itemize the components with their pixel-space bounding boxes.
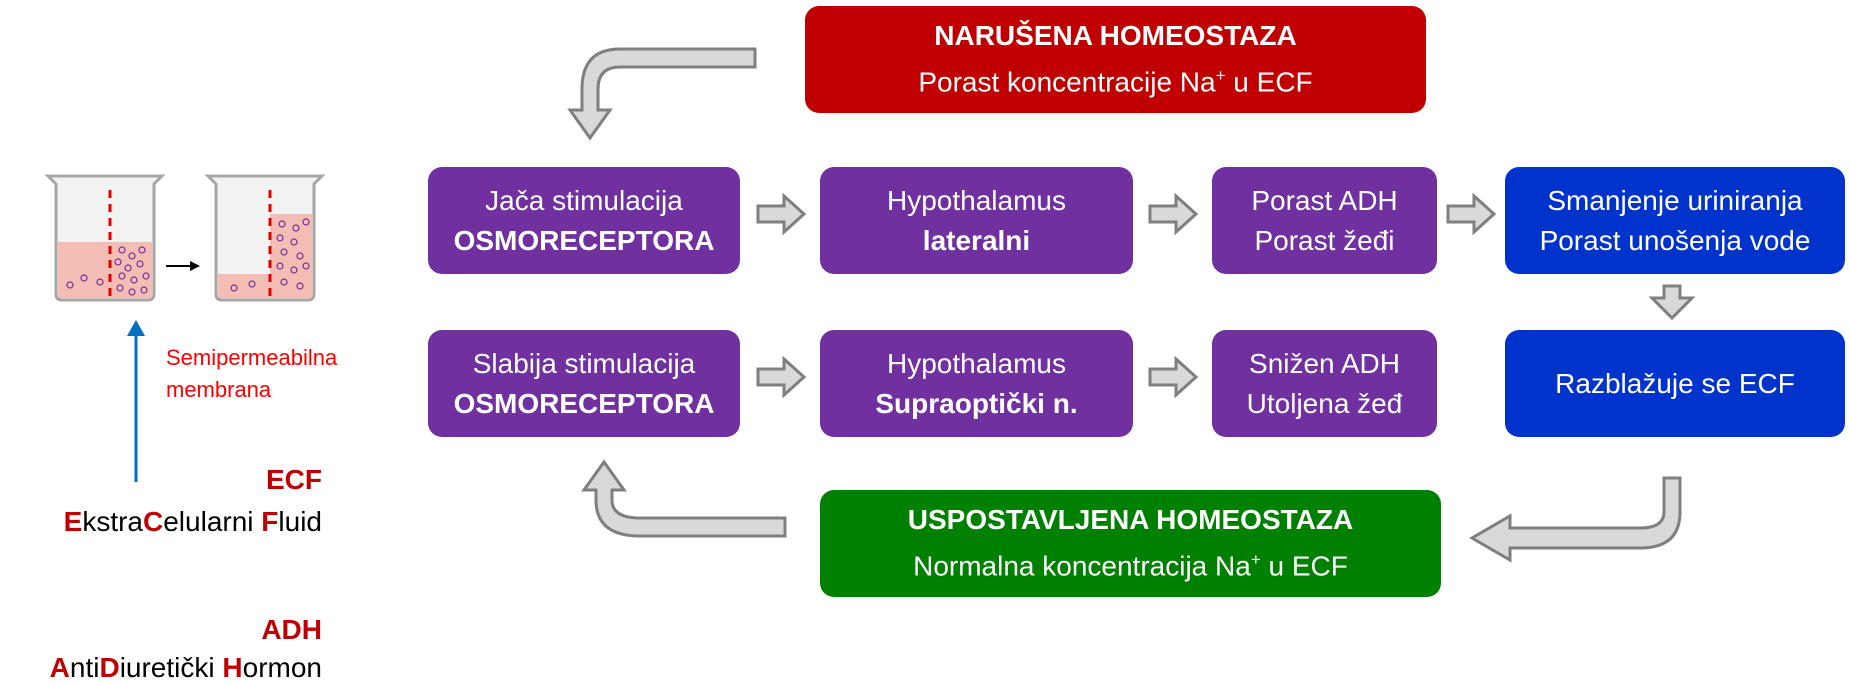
arrow-r2-2: [1148, 355, 1199, 399]
restored-subtitle-post: u ECF: [1260, 550, 1348, 582]
disturbed-subtitle: Porast koncentracije Na+ u ECF: [918, 56, 1312, 102]
result1-line1: Smanjenje uriniranja: [1547, 184, 1803, 216]
adh-increase-line1: Porast ADH: [1251, 184, 1398, 216]
osmo-strong-line1: Jača stimulacija: [485, 184, 683, 216]
beaker-after: [204, 174, 326, 302]
disturbed-subtitle-post: u ECF: [1225, 66, 1313, 98]
membrane-label-line2: membrana: [166, 377, 272, 402]
legend-adh-text-3: ormon: [242, 652, 322, 683]
restored-subtitle-pre: Normalna koncentracija Na: [913, 550, 1251, 582]
adh-decrease-line1: Snižen ADH: [1249, 347, 1400, 379]
hypo-supraoptic-line1: Hypothalamus: [887, 347, 1066, 379]
restored-subtitle-sup: +: [1250, 550, 1261, 570]
membrane-label-line1: Semipermeabilna: [166, 345, 338, 370]
ecf-dilution-box: Razblažuje se ECF: [1505, 330, 1845, 437]
osmoreceptor-strong-box: Jača stimulacija OSMORECEPTORA: [428, 167, 740, 274]
hypothalamus-supraoptic-box: Hypothalamus Supraoptički n.: [820, 330, 1133, 437]
legend-adh-text-2: iuretički: [119, 652, 223, 683]
legend-adh-letter-h: H: [222, 652, 243, 683]
arrow-r1-3: [1446, 192, 1497, 236]
beaker-before: [44, 174, 166, 302]
adh-increase-box: Porast ADH Porast žeđi: [1212, 167, 1437, 274]
curved-arrow-bottom-left: [581, 459, 787, 538]
curved-arrow-right: [1469, 476, 1682, 563]
hypo-lateral-line2: lateralni: [922, 224, 1031, 256]
adh-decrease-line2: Utoljena žeđ: [1246, 387, 1403, 419]
disturbed-subtitle-pre: Porast koncentracije Na: [918, 66, 1216, 98]
osmoreceptor-weak-box: Slabija stimulacija OSMORECEPTORA: [428, 330, 740, 437]
hypo-lateral-line1: Hypothalamus: [887, 184, 1066, 216]
legend-ecf-full: EkstraCelularni Fluid: [64, 506, 322, 538]
curved-arrow-top: [567, 47, 757, 141]
osmo-weak-line1: Slabija stimulacija: [472, 347, 696, 379]
legend-ecf-letter-e: E: [63, 506, 83, 537]
arrow-r1-2: [1148, 192, 1199, 236]
adh-increase-line2: Porast žeđi: [1254, 224, 1395, 256]
arrow-r1-1: [756, 192, 807, 236]
arrow-r2-1: [756, 355, 807, 399]
hypo-supraoptic-line2: Supraoptički n.: [875, 387, 1078, 419]
hypothalamus-lateral-box: Hypothalamus lateralni: [820, 167, 1133, 274]
legend-adh-text-1: nti: [69, 652, 100, 683]
legend-ecf-text-3: luid: [278, 506, 322, 537]
adh-decrease-box: Snižen ADH Utoljena žeđ: [1212, 330, 1437, 437]
legend-ecf-text-2: elularni: [163, 506, 262, 537]
legend-adh-abbr: ADH: [261, 614, 322, 645]
legend-ecf-text-1: kstra: [82, 506, 143, 537]
membrane-pointer-head: [127, 320, 145, 336]
beaker-transition-head: [190, 261, 200, 271]
reduced-urination-box: Smanjenje uriniranja Porast unošenja vod…: [1505, 167, 1845, 274]
legend-adh-letter-d: D: [99, 652, 120, 683]
disturbed-title: NARUŠENA HOMEOSTAZA: [934, 20, 1297, 52]
disturbed-subtitle-sup: +: [1215, 66, 1226, 86]
result2-line1: Razblažuje se ECF: [1555, 367, 1795, 399]
restored-homeostasis-box: USPOSTAVLJENA HOMEOSTAZA Normalna koncen…: [820, 490, 1441, 597]
restored-title: USPOSTAVLJENA HOMEOSTAZA: [907, 504, 1354, 536]
legend-adh-full: AntiDiuretički Hormon: [50, 652, 322, 684]
legend-adh-letter-a: A: [49, 652, 70, 683]
membrane-label: Semipermeabilna membrana: [166, 342, 337, 406]
legend-ecf-letter-f: F: [261, 506, 279, 537]
restored-subtitle: Normalna koncentracija Na+ u ECF: [913, 540, 1348, 586]
disturbed-homeostasis-box: NARUŠENA HOMEOSTAZA Porast koncentracije…: [805, 6, 1426, 113]
osmo-weak-line2: OSMORECEPTORA: [453, 387, 715, 419]
legend-ecf-letter-c: C: [143, 506, 164, 537]
arrow-down-blue: [1648, 284, 1696, 321]
result1-line2: Porast unošenja vode: [1539, 224, 1811, 256]
legend-ecf-abbr: ECF: [266, 464, 322, 495]
osmo-strong-line2: OSMORECEPTORA: [453, 224, 715, 256]
